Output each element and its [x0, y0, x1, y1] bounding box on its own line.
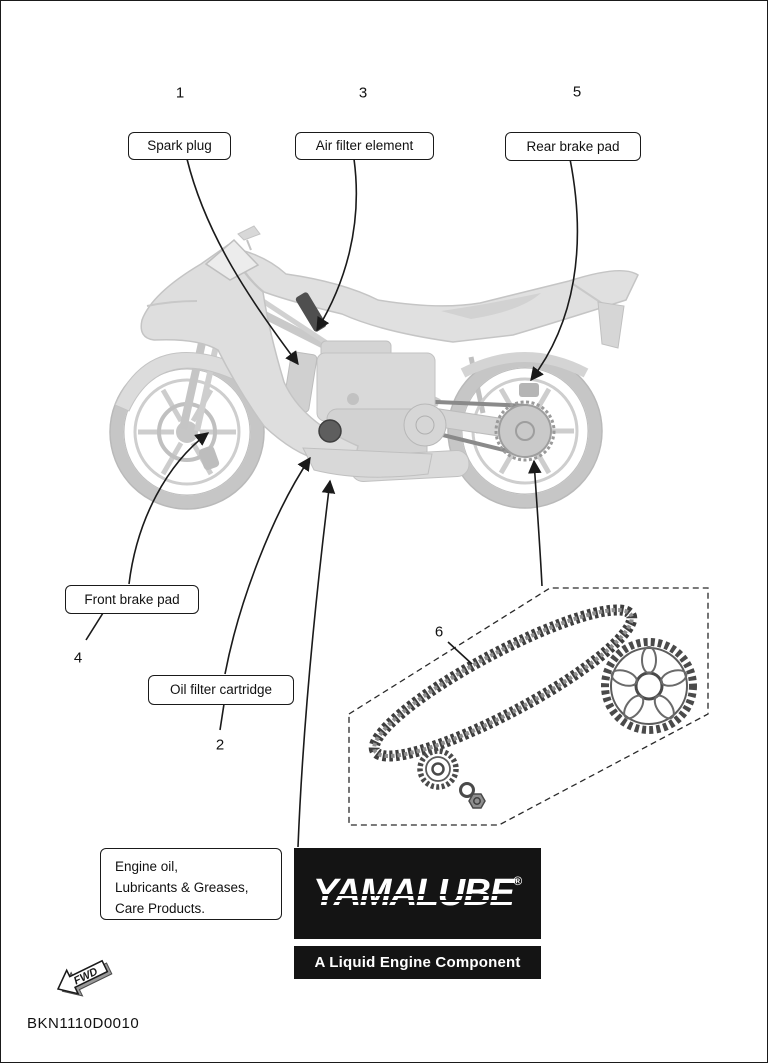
motorcycle-illustration — [109, 225, 639, 510]
leader-lines — [85, 158, 579, 848]
engine-oil-line1: Engine oil, — [115, 859, 179, 874]
divider — [294, 939, 541, 946]
label-front-brake-pad: Front brake pad — [65, 585, 199, 614]
engine-oil-line3: Care Products. — [115, 900, 206, 916]
yamalube-tagline: A Liquid Engine Component — [294, 946, 541, 979]
rear-sprocket — [601, 638, 697, 734]
dashed-boundary — [348, 587, 709, 826]
figure-part-code: BKN1110D0010 — [27, 1015, 140, 1032]
label-rear-brake-pad: Rear brake pad — [505, 132, 641, 161]
rear-fender — [597, 301, 625, 349]
nut — [468, 793, 486, 809]
leader-rear-brake — [530, 158, 579, 382]
front-sprocket — [417, 748, 459, 790]
callout-number-5: 5 — [572, 83, 582, 101]
leader-air-filter — [316, 158, 358, 332]
leader-number-6 — [447, 641, 473, 665]
connector-number-4 — [85, 612, 104, 641]
label-oil-filter-cartridge: Oil filter cartridge — [148, 675, 294, 705]
rear-brake-caliper — [519, 383, 539, 397]
logo-stripe — [294, 900, 541, 902]
headlight-line — [146, 300, 198, 307]
fwd-arrow-icon: FWD — [56, 959, 113, 997]
callout-number-1: 1 — [175, 84, 185, 102]
mirror — [237, 225, 261, 241]
belly-pan — [302, 447, 433, 478]
drive-chain — [368, 604, 638, 762]
callout-number-3: 3 — [358, 84, 368, 102]
logo-stripe — [294, 906, 541, 908]
washer — [459, 782, 475, 798]
engine-oil-products-box: Engine oil, Lubricants & Greases, Care P… — [100, 848, 282, 920]
windscreen — [204, 238, 260, 281]
oil-filter-mark — [318, 419, 342, 443]
seat — [441, 293, 541, 319]
yamalube-logo-area: YAMALUBE® — [294, 848, 541, 939]
tail-line — [572, 283, 604, 305]
rear-hugger — [460, 352, 589, 378]
callout-number-4: 4 — [73, 649, 83, 667]
leader-engine-oil — [297, 479, 336, 848]
engine-oil-line2: Lubricants & Greases, — [115, 879, 249, 895]
callout-number-2: 2 — [215, 736, 225, 754]
leader-front-brake — [128, 432, 210, 585]
front-brake-caliper — [198, 446, 220, 470]
leader-chain-kit — [528, 459, 543, 587]
leader-spark-plug — [186, 158, 299, 366]
registered-mark: ® — [513, 874, 523, 888]
label-air-filter-element: Air filter element — [295, 132, 434, 160]
callout-number-6: 6 — [434, 623, 444, 641]
logo-stripe — [294, 894, 541, 896]
mirror-stalk — [246, 239, 252, 251]
connector-number-2 — [219, 703, 225, 731]
yamalube-logo-box: YAMALUBE® A Liquid Engine Component — [294, 848, 541, 979]
leader-oil-filter — [224, 456, 311, 675]
label-spark-plug: Spark plug — [128, 132, 231, 160]
chain-kit-illustration — [348, 587, 709, 826]
side-fairing — [140, 243, 359, 464]
